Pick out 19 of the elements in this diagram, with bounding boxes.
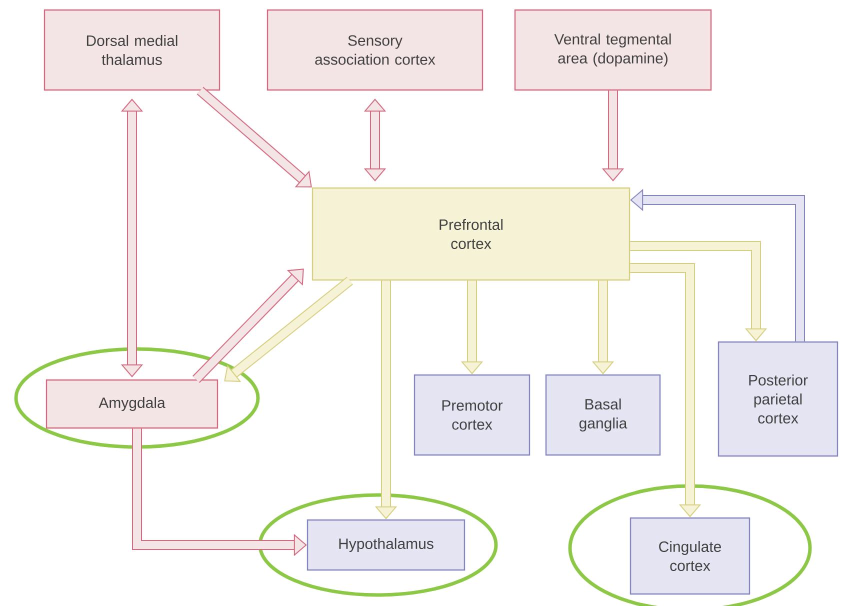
region-box: Posterior parietal cortex: [718, 341, 838, 457]
highlight-ellipse: [258, 493, 498, 597]
arrow: [364, 98, 386, 182]
arrow: [630, 263, 702, 518]
arrow: [630, 241, 768, 342]
highlight-ellipse: [14, 347, 260, 449]
arrow: [196, 86, 312, 188]
region-box: Amygdala: [46, 379, 218, 429]
arrow: [192, 268, 304, 383]
region-box: Basal ganglia: [545, 374, 661, 456]
region-box: Premotor cortex: [414, 374, 530, 456]
region-box: Ventral tegmental area (dopamine): [514, 9, 712, 91]
arrow: [120, 98, 144, 378]
region-box: Hypothalamus: [306, 519, 466, 571]
region-box: Prefrontal cortex: [312, 187, 630, 281]
arrow: [224, 276, 354, 382]
region-box: Cingulate cortex: [630, 517, 750, 595]
region-box: Dorsal medial thalamus: [44, 9, 220, 91]
region-box: Sensory association cortex: [266, 9, 484, 91]
